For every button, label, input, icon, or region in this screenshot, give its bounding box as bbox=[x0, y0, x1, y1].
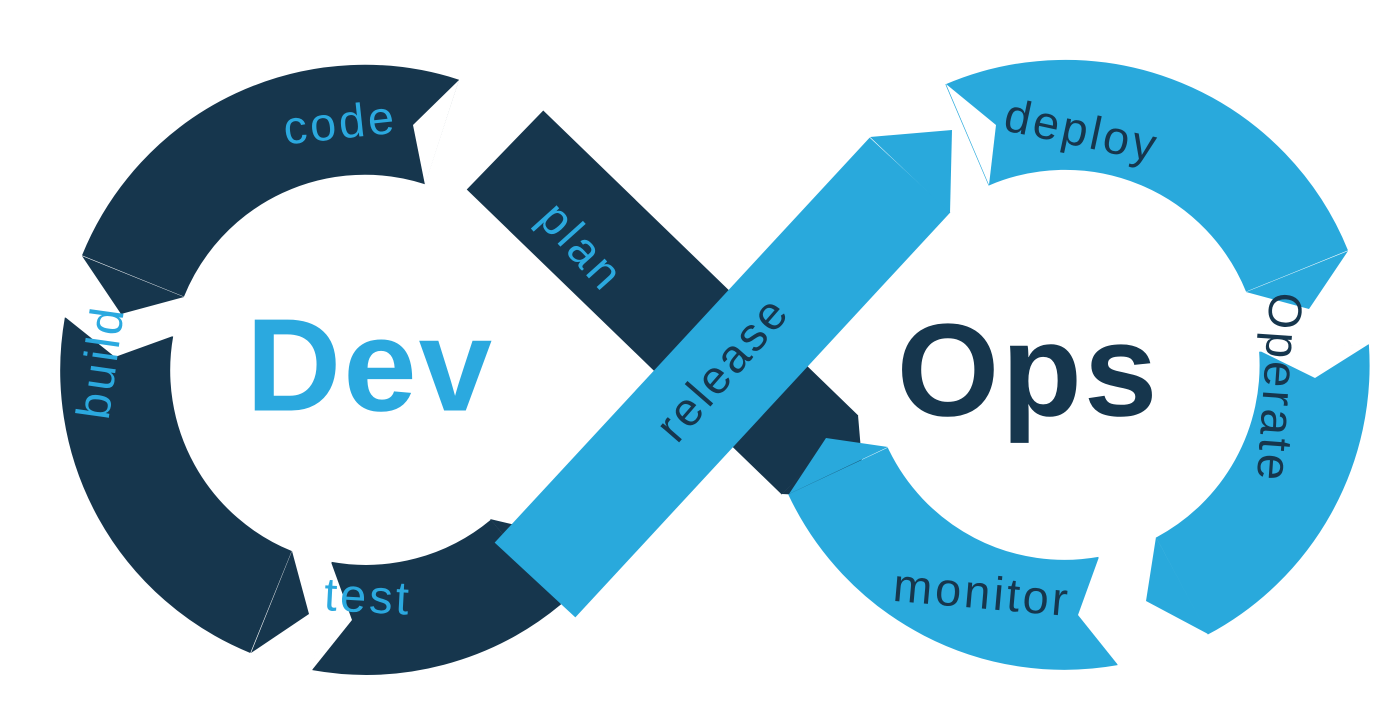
stage-label-code: code bbox=[281, 90, 400, 155]
operate-notch bbox=[1260, 344, 1369, 378]
monitor-arc bbox=[788, 446, 1118, 670]
monitor-notch bbox=[1078, 557, 1118, 665]
monitor-arrowhead-icon bbox=[789, 438, 888, 494]
operate-arc bbox=[1155, 344, 1370, 635]
dev-label: Dev bbox=[246, 292, 494, 439]
operate-arrowhead-icon bbox=[1146, 537, 1208, 634]
release-ribbon bbox=[494, 130, 952, 618]
segment-notches bbox=[65, 80, 1369, 670]
ops-loop bbox=[788, 59, 1370, 670]
ops-label: Ops bbox=[897, 297, 1160, 444]
release-arrowhead-icon bbox=[870, 130, 952, 213]
build-arrowhead-icon bbox=[251, 551, 309, 653]
code-arrowhead-icon bbox=[82, 256, 184, 314]
deploy-arrowhead-icon bbox=[1246, 251, 1348, 309]
deploy-notch bbox=[946, 84, 996, 185]
build-arc bbox=[60, 317, 293, 653]
test-notch bbox=[312, 562, 352, 670]
release-ribbon-band bbox=[494, 137, 951, 618]
build-notch bbox=[65, 317, 173, 357]
stage-label-test: test bbox=[323, 567, 413, 625]
code-arc bbox=[82, 64, 459, 298]
code-notch bbox=[413, 80, 459, 185]
deploy-arc bbox=[945, 59, 1348, 293]
